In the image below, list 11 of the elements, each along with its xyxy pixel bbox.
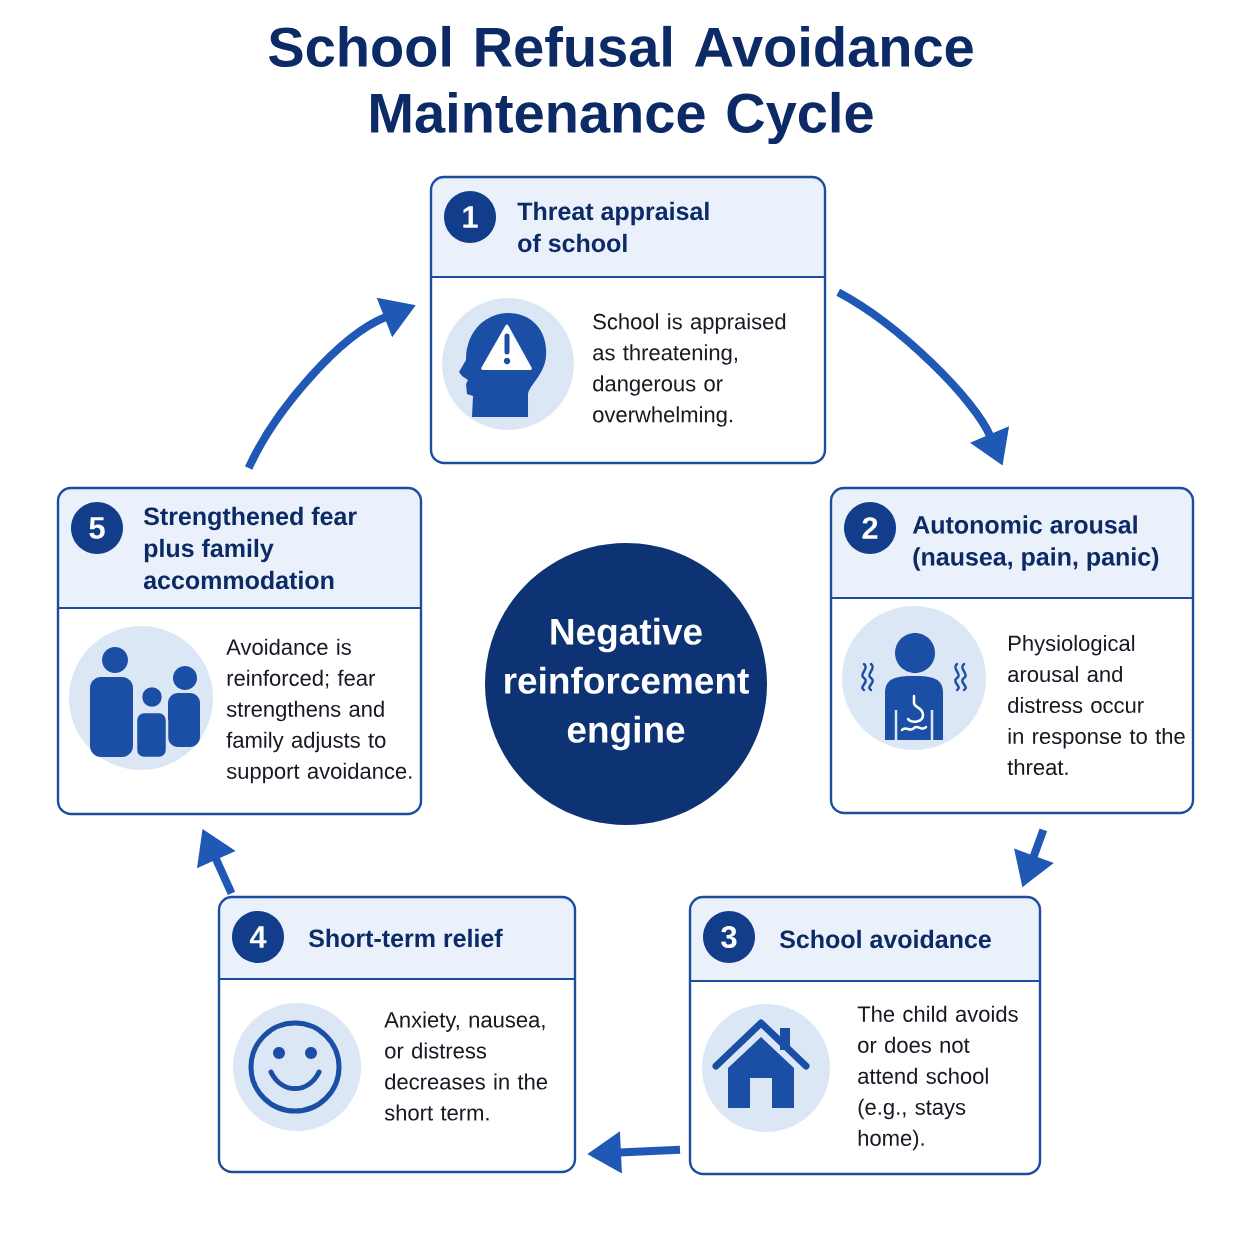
- number-badge: 3: [703, 911, 755, 963]
- number-badge: 5: [71, 502, 123, 554]
- number-badge: 2: [844, 502, 896, 554]
- number-badge: 1: [444, 191, 496, 243]
- card-text: Avoidance is reinforced; fear strengthens and family adjusts to support avoidance.: [226, 638, 412, 784]
- card-text: Physiological arousal and distress occur in response to the threat.: [1007, 634, 1185, 776]
- title: School Refusal Avoidance Maintenance Cycle: [268, 25, 973, 145]
- number-badge: 4: [232, 911, 284, 963]
- card-text: School is appraised as threatening, dangerous or overwhelming.: [593, 313, 786, 427]
- card-text: The child avoids or does not attend school (e.g., stays home).: [857, 1005, 1018, 1151]
- card-text: Anxiety, nausea, or distress decreases in the short term.: [384, 1011, 548, 1121]
